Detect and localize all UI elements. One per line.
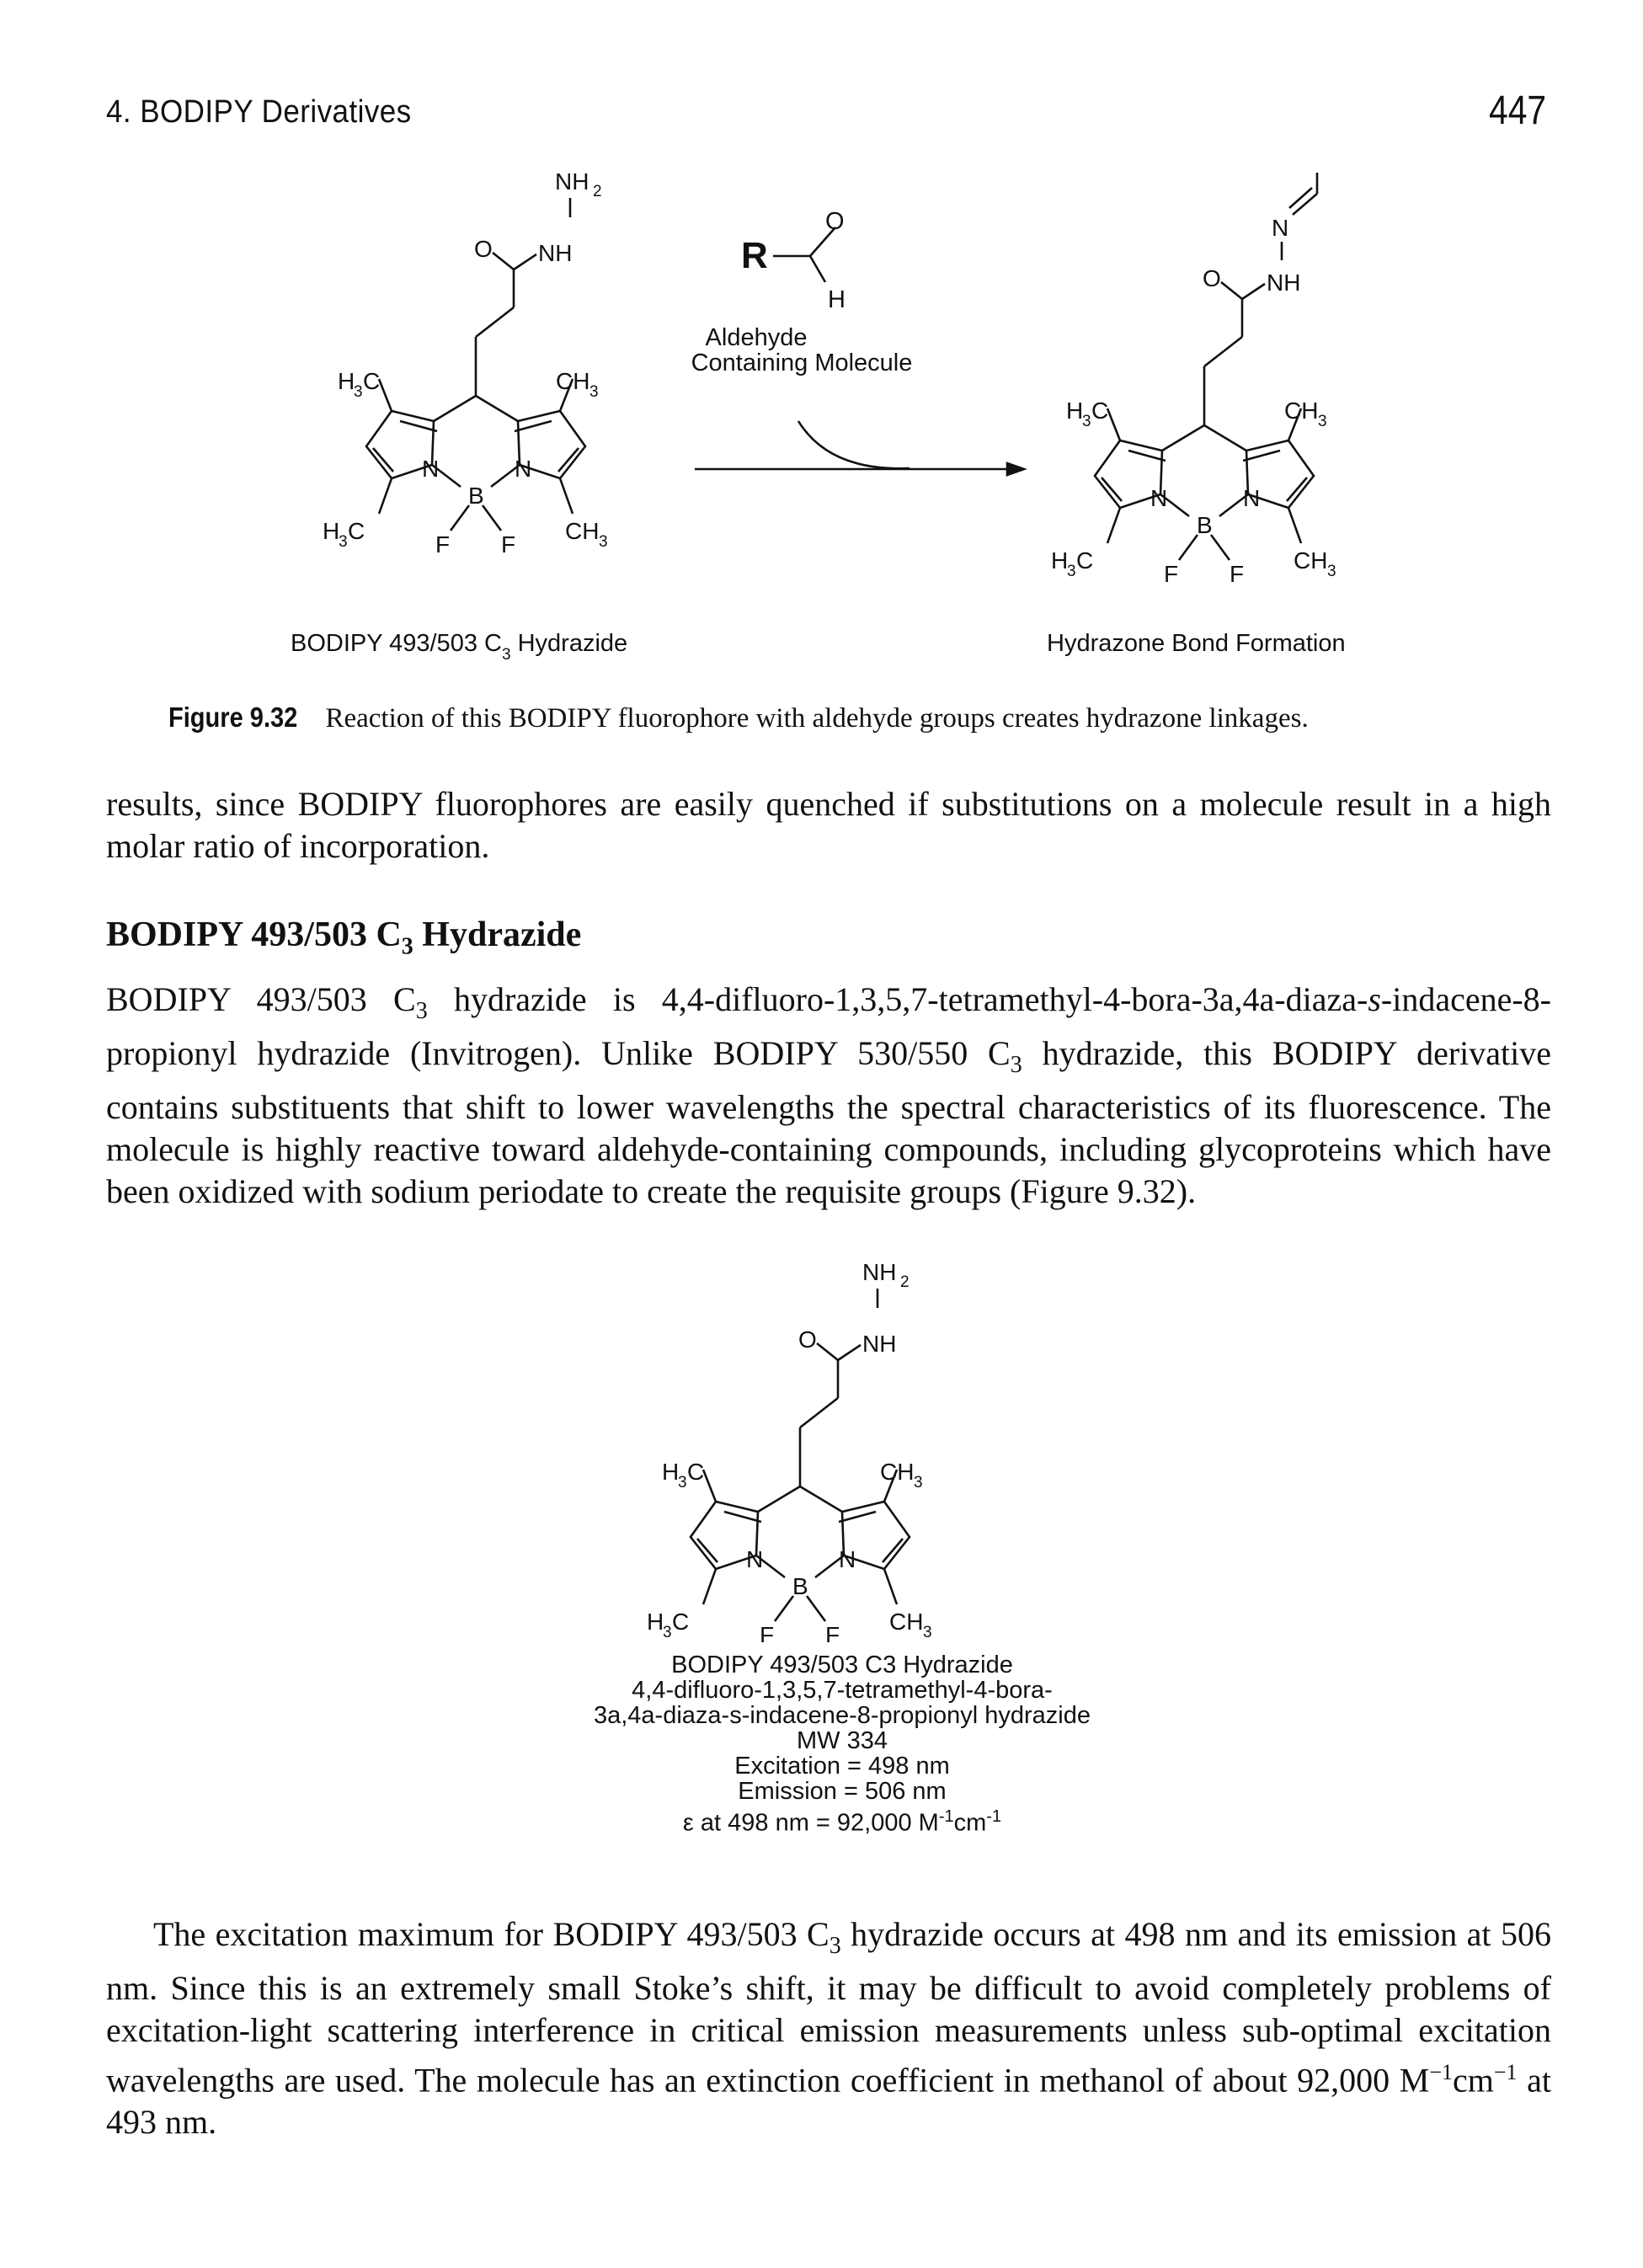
svg-text:B: B xyxy=(1197,512,1213,538)
svg-text:N: N xyxy=(515,456,531,482)
svg-text:H: H xyxy=(647,1609,664,1635)
svg-text:CH: CH xyxy=(556,368,589,394)
svg-text:N: N xyxy=(422,456,439,482)
svg-text:NH: NH xyxy=(555,168,589,195)
svg-text:NH: NH xyxy=(862,1259,896,1285)
extinction-coefficient: ε at 498 nm = 92,000 M-1cm-1 xyxy=(682,1807,1002,1837)
svg-text:R: R xyxy=(1302,160,1329,161)
svg-text:3: 3 xyxy=(914,1474,923,1492)
svg-text:O: O xyxy=(1203,265,1221,291)
right-structure-label: Hydrazone Bond Formation xyxy=(1047,630,1346,657)
svg-text:F: F xyxy=(501,531,515,558)
svg-text:F: F xyxy=(1164,561,1178,587)
reaction-arrow xyxy=(797,420,910,470)
svg-text:F: F xyxy=(760,1622,774,1642)
svg-text:3: 3 xyxy=(663,1624,672,1641)
paragraph-3: The excitation maximum for BODIPY 493/50… xyxy=(106,1915,1551,2142)
svg-text:H: H xyxy=(338,368,355,394)
svg-text:H: H xyxy=(828,286,846,313)
emission: Emission = 506 nm xyxy=(738,1778,947,1805)
svg-text:O: O xyxy=(474,236,493,262)
svg-text:3: 3 xyxy=(1067,563,1076,580)
svg-text:H: H xyxy=(1066,398,1083,424)
svg-text:3: 3 xyxy=(339,533,348,551)
svg-text:R: R xyxy=(741,235,768,276)
compound-info: BODIPY 493/503 C3 Hydrazide 4,4-difluoro… xyxy=(472,1652,1213,1836)
svg-text:O: O xyxy=(825,208,845,235)
svg-text:NH: NH xyxy=(862,1331,896,1357)
figure-caption: Figure 9.32 Reaction of this BODIPY fluo… xyxy=(168,701,1550,735)
caption-text: Reaction of this BODIPY fluorophore with… xyxy=(325,703,1309,734)
svg-text:C: C xyxy=(1091,398,1108,424)
svg-text:3: 3 xyxy=(1082,413,1091,430)
svg-text:2: 2 xyxy=(593,183,602,200)
svg-text:B: B xyxy=(468,483,484,509)
svg-text:3: 3 xyxy=(354,383,363,401)
svg-text:CH: CH xyxy=(565,518,599,544)
iupac-line-1: 4,4-difluoro-1,3,5,7-tetramethyl-4-bora- xyxy=(632,1677,1053,1704)
svg-text:C: C xyxy=(672,1609,689,1635)
svg-text:CH: CH xyxy=(889,1609,923,1635)
svg-text:3: 3 xyxy=(599,533,608,551)
svg-text:C: C xyxy=(363,368,380,394)
svg-text:N: N xyxy=(839,1546,856,1572)
svg-text:3: 3 xyxy=(1327,563,1336,580)
section-heading: BODIPY 493/503 C3 Hydrazide xyxy=(106,915,582,960)
svg-text:N: N xyxy=(1272,215,1288,241)
running-head: 4. BODIPY Derivatives xyxy=(106,94,412,130)
svg-text:N: N xyxy=(1243,485,1260,511)
aldehyde-reagent: R O H Aldehyde Containing Molecule xyxy=(691,208,913,376)
paragraph-2: BODIPY 493/503 C3 hydrazide is 4,4-diflu… xyxy=(106,980,1551,1210)
svg-text:N: N xyxy=(1150,485,1167,511)
page-number: 447 xyxy=(1488,88,1546,133)
svg-text:3: 3 xyxy=(923,1624,932,1641)
reagent-label-line1: Aldehyde xyxy=(706,324,808,351)
svg-text:3: 3 xyxy=(1318,413,1327,430)
svg-text:3: 3 xyxy=(678,1474,687,1492)
svg-text:CH: CH xyxy=(1284,398,1318,424)
reagent-label-line2: Containing Molecule xyxy=(691,350,913,376)
svg-text:F: F xyxy=(1230,561,1244,587)
svg-text:3: 3 xyxy=(589,383,599,401)
paragraph-1: results, since BODIPY fluorophores are e… xyxy=(106,785,1551,865)
svg-text:F: F xyxy=(435,531,450,558)
svg-text:CH: CH xyxy=(880,1459,914,1485)
svg-text:C: C xyxy=(687,1459,704,1485)
iupac-line-2: 3a,4a-diaza-s-indacene-8-propionyl hydra… xyxy=(593,1702,1091,1729)
svg-text:NH: NH xyxy=(538,240,572,266)
svg-text:N: N xyxy=(746,1546,763,1572)
excitation: Excitation = 498 nm xyxy=(734,1753,950,1780)
svg-text:C: C xyxy=(1076,547,1093,574)
right-molecule: O NH N R H3C CH3 N N B F F H3C CH3 xyxy=(1051,160,1336,587)
svg-text:CH: CH xyxy=(1294,547,1327,574)
svg-text:O: O xyxy=(798,1326,817,1353)
svg-text:NH: NH xyxy=(1267,269,1300,296)
left-structure-label: BODIPY 493/503 C3 Hydrazide xyxy=(291,630,627,664)
svg-text:H: H xyxy=(662,1459,679,1485)
svg-text:B: B xyxy=(792,1573,808,1599)
svg-text:F: F xyxy=(825,1622,840,1642)
molecular-weight: MW 334 xyxy=(797,1727,888,1754)
svg-text:C: C xyxy=(348,518,365,544)
figure-label: Figure 9.32 xyxy=(168,702,298,733)
svg-text:H: H xyxy=(1051,547,1068,574)
svg-text:H: H xyxy=(323,518,339,544)
svg-text:2: 2 xyxy=(900,1273,910,1291)
compound-name: BODIPY 493/503 C3 Hydrazide xyxy=(671,1652,1013,1678)
